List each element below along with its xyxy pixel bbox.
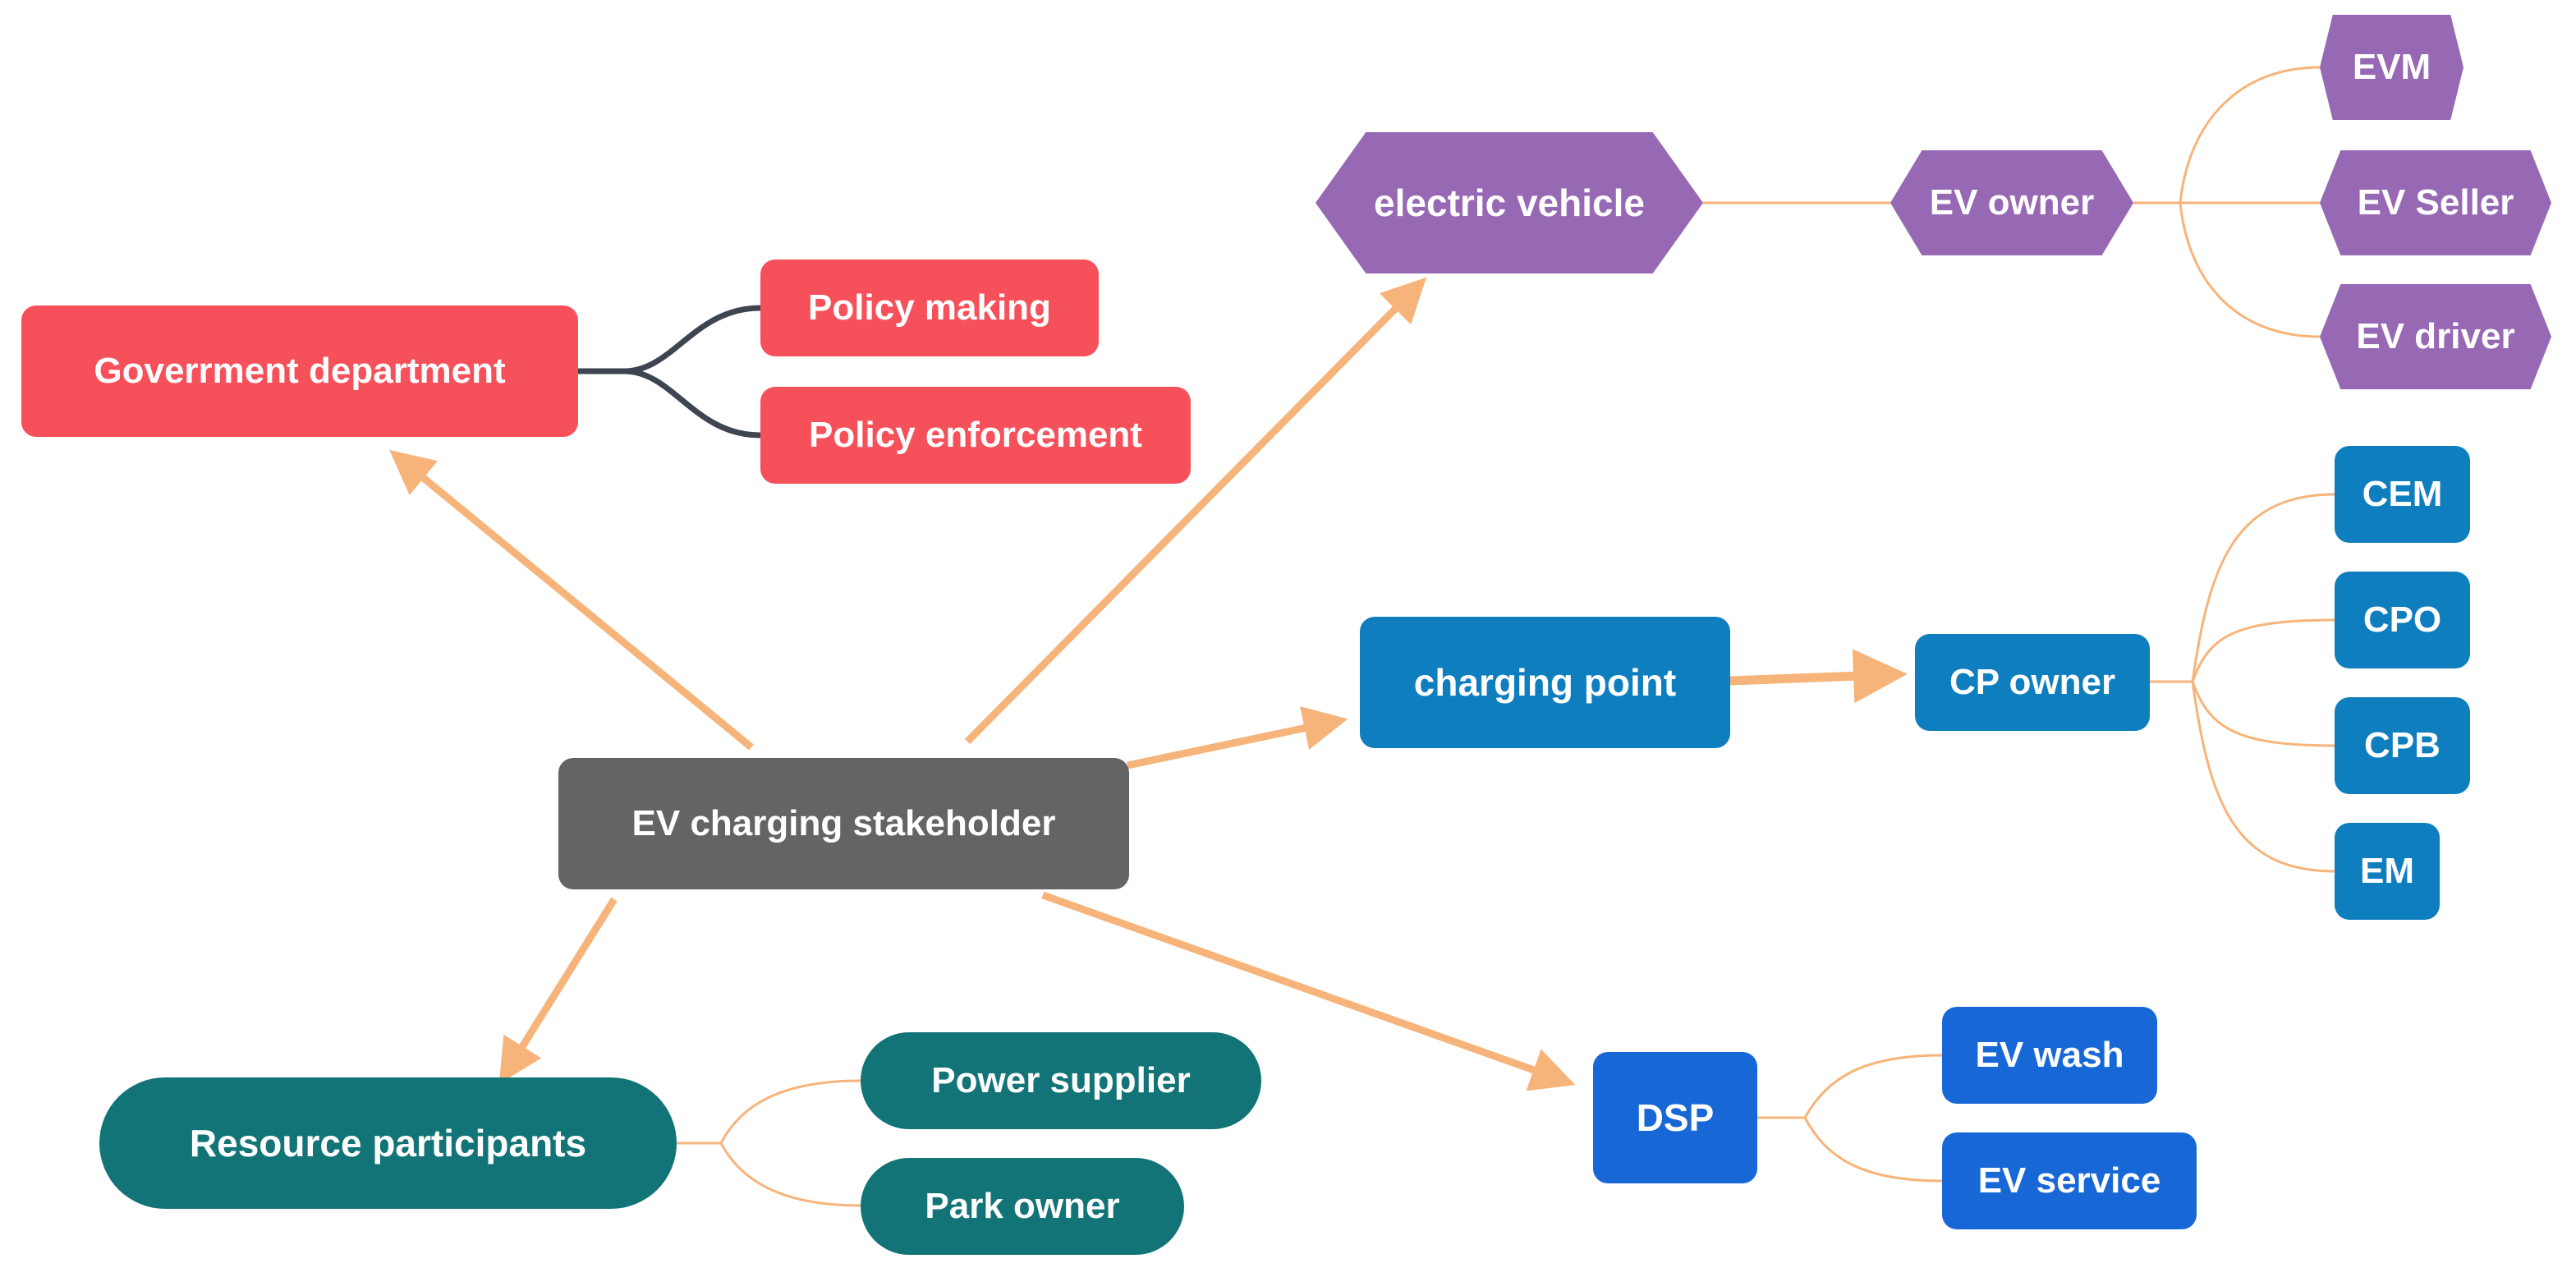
em-node[interactable]: EM — [2335, 823, 2440, 920]
electric-vehicle-label: electric vehicle — [1374, 181, 1645, 224]
ev-wash-label: EV wash — [1975, 1035, 2124, 1075]
policy-enforcement-node[interactable]: Policy enforcement — [760, 387, 1191, 484]
branch-cpb — [2191, 681, 2335, 747]
root-label: EV charging stakeholder — [631, 803, 1056, 843]
dsp-node[interactable]: DSP — [1593, 1052, 1757, 1183]
resource-participants-label: Resource participants — [189, 1122, 587, 1164]
ev-owner-node[interactable]: EV owner — [1890, 150, 2133, 255]
branch-ev-wash — [1757, 1054, 1943, 1119]
arrow-to-vehicle — [964, 277, 1426, 745]
cpo-node[interactable]: CPO — [2335, 572, 2470, 668]
arrow-to-dsp — [1041, 891, 1576, 1091]
ev-service-node[interactable]: EV service — [1942, 1132, 2197, 1229]
ev-driver-label: EV driver — [2356, 316, 2515, 356]
branch-ev-driver — [2179, 202, 2321, 338]
electric-vehicle-node[interactable]: electric vehicle — [1316, 132, 1703, 273]
ev-seller-node[interactable]: EV Seller — [2320, 150, 2551, 255]
park-owner-node[interactable]: Park owner — [861, 1158, 1184, 1255]
branch-park-owner — [719, 1142, 861, 1207]
park-owner-label: Park owner — [925, 1186, 1120, 1226]
root-node[interactable]: EV charging stakeholder — [558, 758, 1129, 889]
branch-policy-making — [578, 305, 761, 374]
cpb-label: CPB — [2364, 725, 2441, 765]
branch-evm — [2133, 66, 2321, 204]
charging-point-label: charging point — [1413, 661, 1677, 704]
branch-policy-enforcement — [623, 368, 761, 439]
cem-label: CEM — [2362, 474, 2443, 514]
evm-node[interactable]: EVM — [2320, 15, 2464, 120]
cem-node[interactable]: CEM — [2335, 446, 2470, 543]
cp-owner-label: CP owner — [1949, 662, 2116, 702]
em-label: EM — [2360, 851, 2414, 891]
cpo-label: CPO — [2362, 599, 2442, 640]
ev-service-label: EV service — [1977, 1160, 2161, 1201]
ev-seller-label: EV Seller — [2357, 182, 2514, 223]
ev-owner-label: EV owner — [1929, 182, 2095, 223]
evm-label: EVM — [2352, 47, 2431, 87]
policy-making-node[interactable]: Policy making — [760, 260, 1099, 356]
charging-point-node[interactable]: charging point — [1360, 617, 1730, 748]
power-supplier-node[interactable]: Power supplier — [861, 1032, 1261, 1129]
branch-ev-service — [1803, 1117, 1943, 1183]
branch-em — [2191, 681, 2335, 873]
government-label: Goverrment department — [94, 351, 506, 391]
branch-power-supplier — [677, 1079, 861, 1145]
arrow-to-resource — [498, 897, 618, 1084]
arrow-to-charging — [1127, 706, 1348, 769]
dsp-label: DSP — [1636, 1096, 1715, 1139]
government-node[interactable]: Goverrment department — [21, 305, 578, 437]
power-supplier-label: Power supplier — [931, 1060, 1191, 1100]
ev-wash-node[interactable]: EV wash — [1942, 1007, 2157, 1104]
resource-participants-node[interactable]: Resource participants — [99, 1077, 677, 1209]
cpb-node[interactable]: CPB — [2335, 697, 2470, 794]
arrow-to-government — [389, 449, 754, 751]
policy-enforcement-label: Policy enforcement — [809, 415, 1142, 455]
branch-cpo — [2191, 618, 2335, 682]
arrow-to-cp-owner — [1729, 649, 1908, 704]
branch-cem — [2150, 493, 2335, 683]
ev-driver-node[interactable]: EV driver — [2320, 284, 2551, 389]
cp-owner-node[interactable]: CP owner — [1915, 634, 2150, 731]
policy-making-label: Policy making — [808, 287, 1051, 328]
